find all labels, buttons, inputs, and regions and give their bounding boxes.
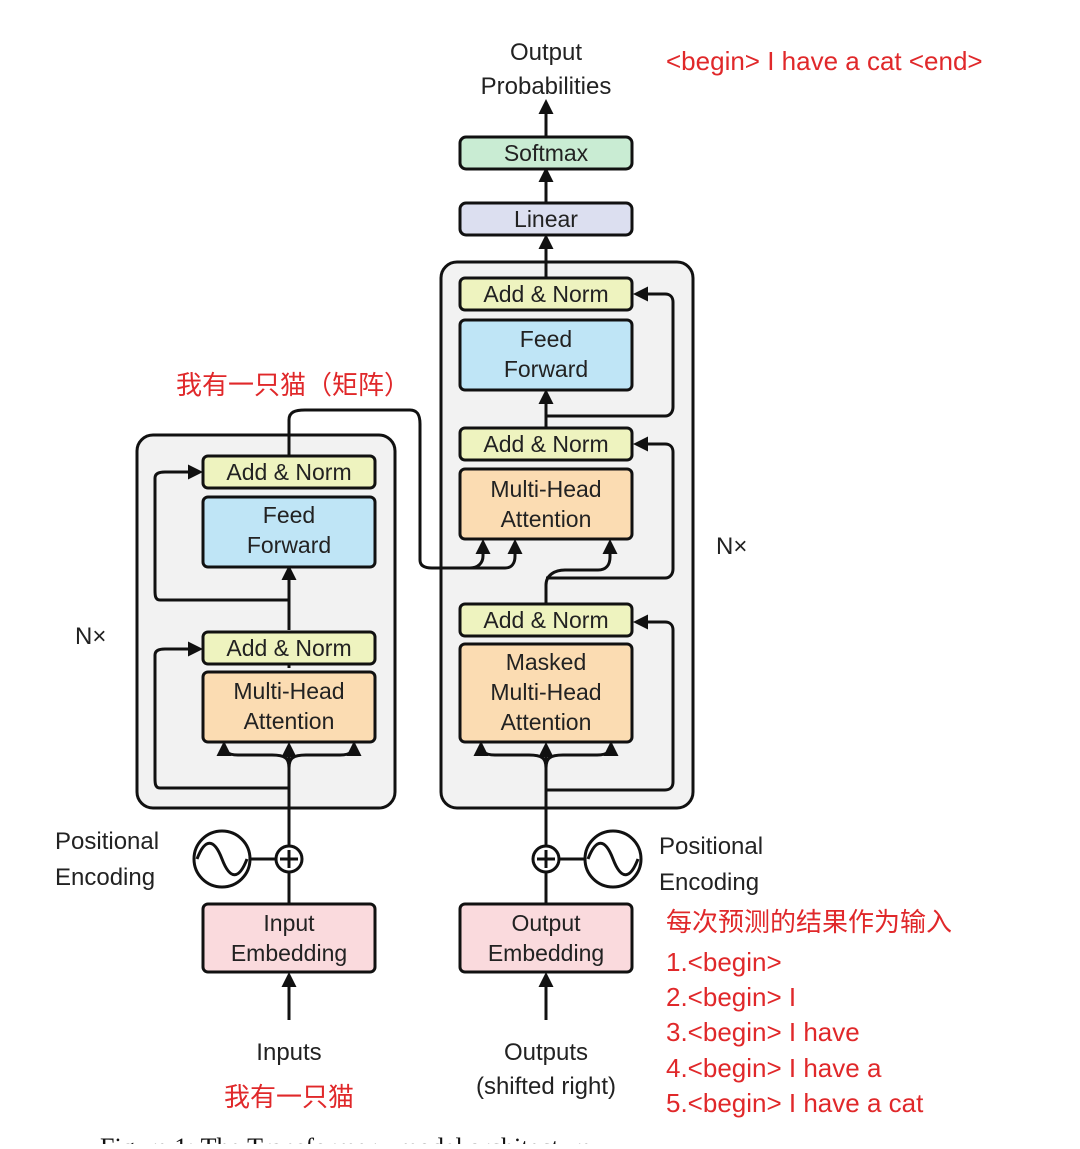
softmax-label: Softmax — [504, 140, 589, 166]
input-embedding-label-1: Input — [263, 910, 315, 936]
input-embedding-label-2: Embedding — [231, 940, 347, 966]
outputs-label-2: (shifted right) — [476, 1073, 616, 1100]
output-probabilities-line-1: Output — [510, 39, 582, 66]
decoder-nx-label: N× — [716, 533, 747, 560]
decoder-feed-forward — [458, 318, 634, 392]
encoder-attention-label-2: Attention — [244, 708, 335, 734]
encoder-sine-wave-icon — [192, 829, 252, 889]
decoder-add-norm-bottom-label: Add & Norm — [483, 607, 608, 633]
outputs-label-1: Outputs — [504, 1039, 588, 1066]
inputs-label: Inputs — [256, 1039, 321, 1066]
encoder-nx-label: N× — [75, 623, 106, 650]
encoder-output-annotation: 我有一只猫（矩阵） — [176, 370, 410, 400]
prediction-step: 4.<begin> I have a — [666, 1053, 882, 1083]
decoder-add-norm-mid — [458, 426, 634, 462]
encoder-feed-forward-label-2: Forward — [247, 532, 331, 558]
decoder-multi-head-attention — [458, 467, 634, 541]
encoder-feed-forward — [201, 495, 377, 569]
encoder-add-symbol — [274, 844, 304, 874]
decoder-masked-label-1: Masked — [506, 649, 587, 675]
encoder-add-norm-bottom — [201, 630, 377, 666]
output-embedding-label-1: Output — [511, 910, 581, 936]
inputs-annotation: 我有一只猫 — [224, 1082, 354, 1112]
positional-encoding-left-2: Encoding — [55, 864, 155, 891]
decoder-masked-label-3: Attention — [501, 709, 592, 735]
encoder-add-norm-bottom-label: Add & Norm — [226, 635, 351, 661]
decoder-add-norm-top-label: Add & Norm — [483, 281, 608, 307]
decoder-masked-attention — [458, 642, 634, 744]
decoder-add-norm-mid-label: Add & Norm — [483, 431, 608, 457]
output-embedding-label-2: Embedding — [488, 940, 604, 966]
softmax-box — [458, 135, 634, 171]
encoder-stack — [135, 433, 397, 810]
output-embedding-box — [458, 902, 634, 974]
decoder-feed-forward-label-2: Forward — [504, 356, 588, 382]
output-probabilities-line-2: Probabilities — [481, 73, 612, 100]
prediction-step: 5.<begin> I have a cat — [666, 1088, 924, 1118]
decoder-add-symbol — [531, 844, 561, 874]
decoder-add-norm-top — [458, 276, 634, 312]
decoder-attention-label-2: Attention — [501, 506, 592, 532]
decoder-sine-wave-icon — [583, 829, 643, 889]
decoder-feed-forward-label-1: Feed — [520, 326, 572, 352]
output-annotation: <begin> I have a cat <end> — [666, 46, 983, 76]
linear-label: Linear — [514, 206, 578, 232]
encoder-feed-forward-label-1: Feed — [263, 502, 315, 528]
prediction-step: 1.<begin> — [666, 947, 782, 977]
prediction-step: 3.<begin> I have — [666, 1017, 860, 1047]
positional-encoding-left-1: Positional — [55, 828, 159, 855]
prediction-step: 2.<begin> I — [666, 982, 796, 1012]
decoder-add-norm-bottom — [458, 602, 634, 638]
connections — [153, 99, 675, 1020]
encoder-add-norm-top — [201, 454, 377, 490]
figure-caption: Figure 1: The Transformer - model archit… — [100, 1133, 592, 1144]
prediction-notes-title: 每次预测的结果作为输入 — [666, 907, 952, 937]
input-embedding-box — [201, 902, 377, 974]
decoder-masked-label-2: Multi-Head — [490, 679, 601, 705]
encoder-attention-label-1: Multi-Head — [233, 678, 344, 704]
linear-box — [458, 201, 634, 237]
positional-encoding-right-1: Positional — [659, 833, 763, 860]
positional-encoding-right-2: Encoding — [659, 869, 759, 896]
encoder-add-norm-top-label: Add & Norm — [226, 459, 351, 485]
encoder-multi-head-attention — [201, 670, 377, 744]
decoder-attention-label-1: Multi-Head — [490, 476, 601, 502]
